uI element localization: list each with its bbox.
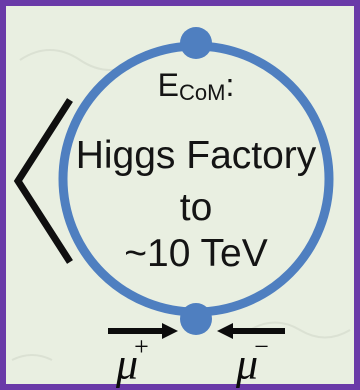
mu-plus-sign: + [134, 332, 149, 361]
top-interaction-point [180, 27, 212, 59]
mu-minus-label: μ− [236, 332, 269, 389]
ecom-colon: : [225, 67, 235, 103]
bottom-interaction-point [180, 303, 212, 335]
mu-plus-label: μ+ [116, 332, 149, 389]
ecom-symbol: E [157, 67, 179, 103]
injector-wedge [13, 98, 73, 264]
mu-minus-symbol: μ [236, 339, 259, 389]
mu-plus-symbol: μ [116, 339, 139, 389]
right-beam-arrow [217, 323, 285, 339]
mu-minus-sign: − [254, 332, 269, 361]
energy-line-2: to [179, 186, 213, 229]
ecom-subscript: CoM [179, 80, 226, 105]
energy-line-3: ~10 TeV [124, 232, 268, 275]
left-beam-arrow [108, 323, 178, 339]
ecom-label: ECoM: [140, 67, 252, 105]
energy-line-1: Higgs Factory [75, 134, 317, 177]
